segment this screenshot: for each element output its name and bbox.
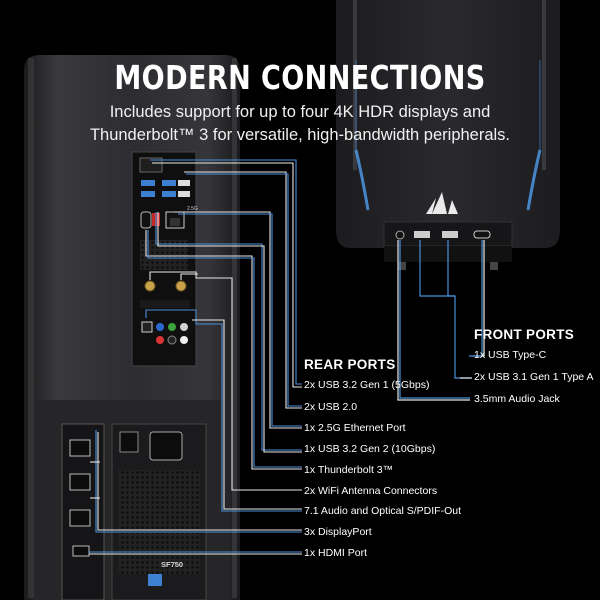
rear-port-label: 1x HDMI Port xyxy=(304,547,368,559)
rear-port-label: 2x USB 2.0 xyxy=(304,401,358,413)
sail-logo-icon xyxy=(426,192,458,214)
lan-speed-label: 2.5G xyxy=(187,206,198,212)
subtitle-line-2: Thunderbolt™ 3 for versatile, high-bandw… xyxy=(89,126,511,144)
front-audio-jack xyxy=(395,230,405,240)
rear-port-label: 2x USB 3.2 Gen 1 (5Gbps) xyxy=(304,379,430,391)
front-port-label: 2x USB 3.1 Gen 1 Type A xyxy=(474,371,594,383)
audio-jack xyxy=(156,336,164,344)
psu-model-label: SF750 xyxy=(161,560,183,569)
front-port-label: 1x USB Type-C xyxy=(474,349,547,361)
usb-5gbps-port xyxy=(141,180,155,186)
front-leader-lines xyxy=(397,240,485,401)
rear-ports-heading: REAR PORTS xyxy=(304,357,396,372)
rear-port-label: 1x Thunderbolt 3™ xyxy=(304,464,394,476)
rear-case xyxy=(24,55,240,600)
usb20-port xyxy=(178,180,190,186)
thunderbolt-port xyxy=(140,211,152,229)
spdif-port xyxy=(141,321,153,333)
rear-port-label: 7.1 Audio and Optical S/PDIF-Out xyxy=(304,505,461,517)
page-subtitle: Includes support for up to four 4K HDR d… xyxy=(0,101,600,147)
hdmi-port xyxy=(72,545,90,557)
rear-leader-lines xyxy=(89,159,302,555)
rear-port-label: 1x 2.5G Ethernet Port xyxy=(304,422,406,434)
front-usb-c-port xyxy=(473,230,491,239)
front-case xyxy=(336,0,560,270)
rear-port-label: 2x WiFi Antenna Connectors xyxy=(304,485,438,497)
front-port-label: 3.5mm Audio Jack xyxy=(474,393,560,405)
page-title: MODERN CONNECTIONS xyxy=(114,58,486,97)
rear-port-label: 1x USB 3.2 Gen 2 (10Gbps) xyxy=(304,443,436,455)
front-ports-heading: FRONT PORTS xyxy=(474,327,575,342)
subtitle-line-1: Includes support for up to four 4K HDR d… xyxy=(109,103,491,121)
rear-port-label: 3x DisplayPort xyxy=(304,526,372,538)
front-usb-a-port xyxy=(414,231,430,238)
wifi-antenna-connector xyxy=(144,280,156,292)
displayport-port xyxy=(69,439,91,457)
